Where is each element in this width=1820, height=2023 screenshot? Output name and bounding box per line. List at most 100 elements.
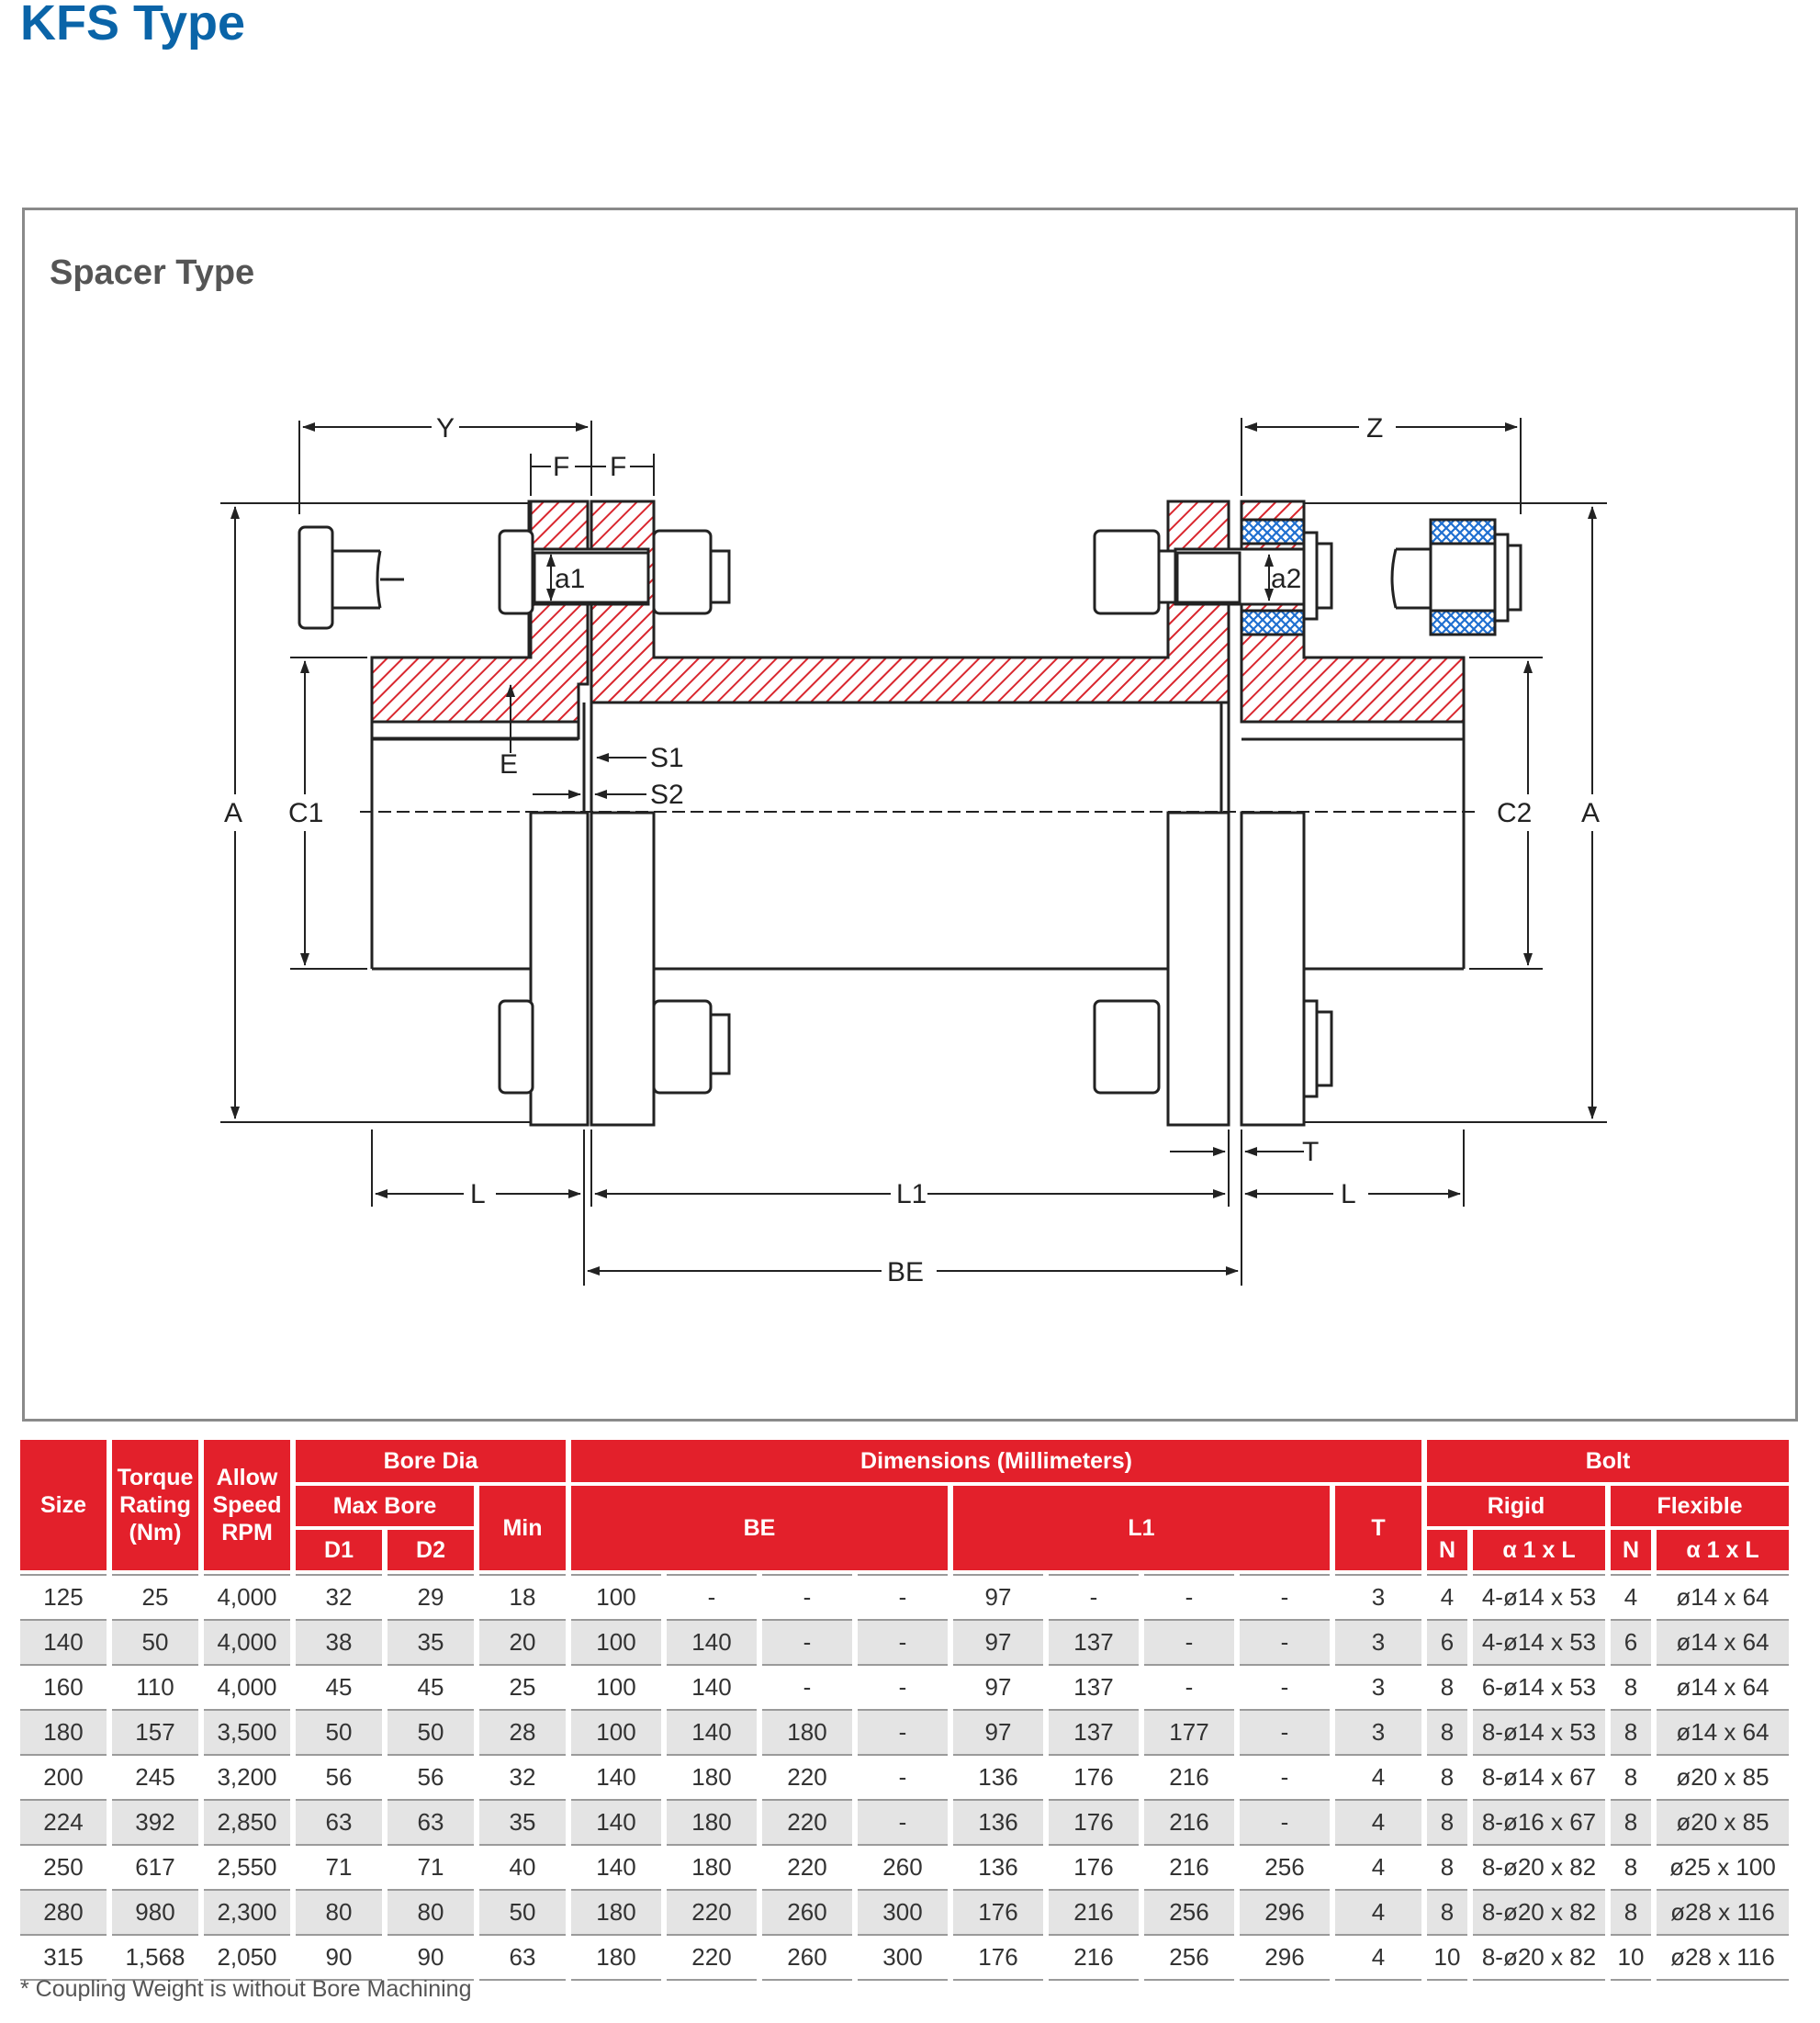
table-cell: 180 xyxy=(667,1756,757,1801)
header-a1xl-flex: α 1 x L xyxy=(1657,1530,1789,1574)
table-cell: 216 xyxy=(1144,1846,1234,1891)
table-cell: 136 xyxy=(953,1846,1043,1891)
table-cell: - xyxy=(1144,1574,1234,1621)
table-cell: ø14 x 64 xyxy=(1657,1574,1789,1621)
table-cell: - xyxy=(1240,1666,1330,1711)
table-cell: 224 xyxy=(20,1801,107,1846)
table-cell: 50 xyxy=(112,1621,198,1666)
table-cell: - xyxy=(858,1711,948,1756)
table-cell: 617 xyxy=(112,1846,198,1891)
table-cell: 3 xyxy=(1335,1711,1421,1756)
table-cell: 8 xyxy=(1427,1666,1467,1711)
coupling-drawing: Y F F Z a1 a2 A C1 E S1 S2 C2 A T L L1 L… xyxy=(220,413,1607,1287)
table-cell: 216 xyxy=(1049,1891,1139,1936)
table-cell: 157 xyxy=(112,1711,198,1756)
table-cell: 63 xyxy=(479,1936,566,1981)
table-cell: 296 xyxy=(1240,1891,1330,1936)
table-cell: 200 xyxy=(20,1756,107,1801)
table-cell: 256 xyxy=(1144,1936,1234,1981)
table-cell: 8 xyxy=(1427,1801,1467,1846)
label-C1: C1 xyxy=(288,798,323,828)
table-cell: 18 xyxy=(479,1574,566,1621)
table-cell: 8-ø16 x 67 xyxy=(1473,1801,1605,1846)
label-Z: Z xyxy=(1366,413,1383,444)
table-cell: 29 xyxy=(388,1574,474,1621)
table-cell: 256 xyxy=(1144,1891,1234,1936)
table-cell: 50 xyxy=(296,1711,382,1756)
table-cell: - xyxy=(858,1574,948,1621)
table-cell: - xyxy=(1240,1756,1330,1801)
header-n-rigid: N xyxy=(1427,1530,1467,1574)
table-cell: 2,050 xyxy=(204,1936,290,1981)
label-Y: Y xyxy=(436,413,455,444)
table-cell: 180 xyxy=(20,1711,107,1756)
table-cell: 80 xyxy=(388,1891,474,1936)
header-bolt: Bolt xyxy=(1427,1440,1789,1486)
table-cell: 280 xyxy=(20,1891,107,1936)
table-cell: 4-ø14 x 53 xyxy=(1473,1574,1605,1621)
table-cell: 4,000 xyxy=(204,1574,290,1621)
table-cell: 6 xyxy=(1427,1621,1467,1666)
table-cell: 137 xyxy=(1049,1621,1139,1666)
table-cell: 8 xyxy=(1427,1846,1467,1891)
header-dimensions: Dimensions (Millimeters) xyxy=(571,1440,1421,1486)
table-cell: ø20 x 85 xyxy=(1657,1801,1789,1846)
table-cell: 125 xyxy=(20,1574,107,1621)
table-cell: 176 xyxy=(953,1936,1043,1981)
table-cell: - xyxy=(858,1621,948,1666)
table-cell: 8 xyxy=(1427,1891,1467,1936)
label-L-left: L xyxy=(470,1179,486,1209)
table-cell: 4 xyxy=(1427,1574,1467,1621)
table-cell: 2,550 xyxy=(204,1846,290,1891)
table-cell: 6 xyxy=(1611,1621,1651,1666)
table-cell: 160 xyxy=(20,1666,107,1711)
table-cell: - xyxy=(667,1574,757,1621)
right-hub-flange-lower xyxy=(1240,811,1306,1127)
table-cell: 260 xyxy=(762,1891,852,1936)
table-cell: ø14 x 64 xyxy=(1657,1666,1789,1711)
table-cell: 180 xyxy=(762,1711,852,1756)
table-cell: 8 xyxy=(1427,1711,1467,1756)
table-cell: - xyxy=(1144,1621,1234,1666)
table-cell: 220 xyxy=(762,1756,852,1801)
table-cell: 6-ø14 x 53 xyxy=(1473,1666,1605,1711)
label-E: E xyxy=(500,749,518,780)
table-cell: 45 xyxy=(388,1666,474,1711)
label-C2: C2 xyxy=(1497,798,1532,828)
table-cell: 45 xyxy=(296,1666,382,1711)
table-cell: 3 xyxy=(1335,1574,1421,1621)
label-S2: S2 xyxy=(650,780,684,810)
label-T: T xyxy=(1302,1137,1319,1167)
footnote: * Coupling Weight is without Bore Machin… xyxy=(20,1976,472,2002)
table-cell: 4 xyxy=(1335,1846,1421,1891)
table-cell: 97 xyxy=(953,1666,1043,1711)
table-cell: 220 xyxy=(762,1846,852,1891)
header-l1: L1 xyxy=(953,1486,1330,1574)
table-cell: 97 xyxy=(953,1621,1043,1666)
table-cell: 4 xyxy=(1335,1801,1421,1846)
elastomer-pad-top xyxy=(1240,518,1306,545)
table-cell: 56 xyxy=(388,1756,474,1801)
table-cell: 90 xyxy=(388,1936,474,1981)
table-cell: 63 xyxy=(296,1801,382,1846)
header-flexible: Flexible xyxy=(1611,1486,1789,1530)
table-cell: 10 xyxy=(1427,1936,1467,1981)
table-cell: - xyxy=(858,1756,948,1801)
table-cell: 63 xyxy=(388,1801,474,1846)
table-cell: - xyxy=(1240,1711,1330,1756)
table-cell: 4,000 xyxy=(204,1666,290,1711)
table-cell: 3,500 xyxy=(204,1711,290,1756)
label-A-right: A xyxy=(1581,798,1600,828)
table-cell: 100 xyxy=(571,1621,661,1666)
table-cell: 220 xyxy=(667,1936,757,1981)
header-a1xl-rigid: α 1 x L xyxy=(1473,1530,1605,1574)
left-hub-flange-lower xyxy=(529,811,590,1127)
label-L1: L1 xyxy=(896,1179,927,1209)
table-cell: 4 xyxy=(1611,1574,1651,1621)
header-be: BE xyxy=(571,1486,948,1574)
header-d1: D1 xyxy=(296,1530,382,1574)
header-rigid: Rigid xyxy=(1427,1486,1605,1530)
table-cell: 35 xyxy=(388,1621,474,1666)
table-cell: 220 xyxy=(762,1801,852,1846)
